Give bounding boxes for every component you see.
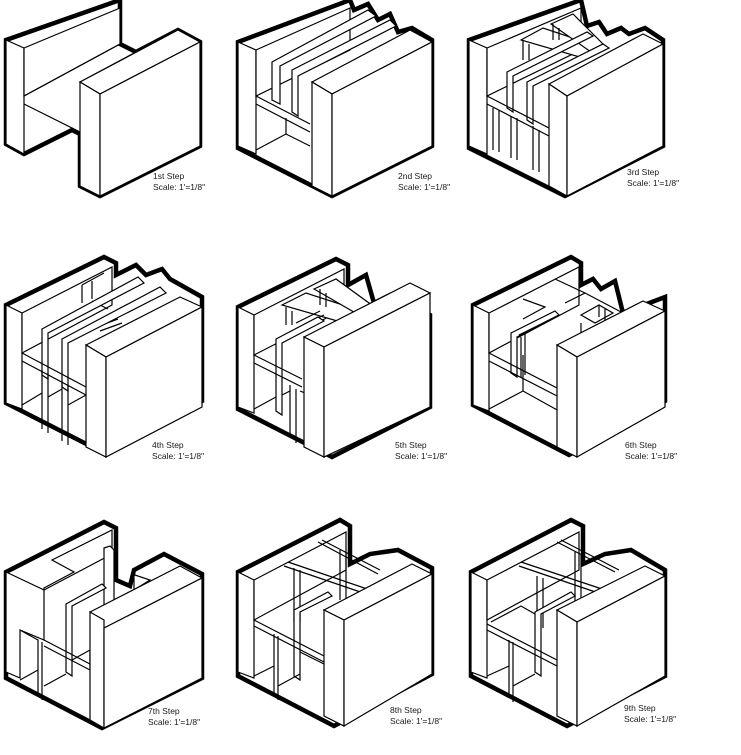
step-scale: Scale: 1'=1/8" [625,450,678,461]
step-5-cube-drawing [235,256,433,460]
step-6-label: 6th Step Scale: 1'=1/8" [625,440,677,461]
step-1-label: 1st Step Scale: 1'=1/8" [153,171,205,192]
step-title: 3rd Step [627,167,660,177]
step-6-diagram: 6th Step Scale: 1'=1/8" [463,245,698,490]
step-7-label: 7th Step Scale: 1'=1/8" [148,706,200,727]
step-scale: Scale: 1'=1/8" [390,715,443,726]
step-3-label: 3rd Step Scale: 1'=1/8" [627,167,679,188]
step-3-diagram: 3rd Step Scale: 1'=1/8" [463,0,698,245]
step-3-cube-drawing [466,0,666,199]
step-5-label: 5th Step Scale: 1'=1/8" [395,440,447,461]
step-9-diagram: 9th Step Scale: 1'=1/8" [463,510,698,755]
step-1-cube-drawing [3,0,203,199]
step-scale: Scale: 1'=1/8" [153,181,206,192]
step-scale: Scale: 1'=1/8" [624,713,677,724]
step-4-diagram: 4th Step Scale: 1'=1/8" [0,245,235,490]
step-2-label: 2nd Step Scale: 1'=1/8" [398,171,450,192]
step-title: 8th Step [390,705,422,715]
step-2-cube-drawing [235,0,435,199]
step-5-diagram: 5th Step Scale: 1'=1/8" [230,245,465,490]
step-title: 4th Step [152,440,184,450]
step-2-diagram: 2nd Step Scale: 1'=1/8" [230,0,465,245]
step-scale: Scale: 1'=1/8" [395,450,448,461]
step-8-diagram: 8th Step Scale: 1'=1/8" [230,510,465,755]
step-9-cube-drawing [468,517,668,729]
step-6-cube-drawing [470,254,668,459]
step-title: 1st Step [153,171,185,181]
step-7-cube-drawing [3,519,205,731]
step-title: 6th Step [625,440,657,450]
step-8-label: 8th Step Scale: 1'=1/8" [390,705,442,726]
step-1-diagram: 1st Step Scale: 1'=1/8" [0,0,235,245]
step-title: 7th Step [148,706,180,716]
step-8-cube-drawing [235,517,435,729]
step-9-label: 9th Step Scale: 1'=1/8" [624,703,676,724]
step-title: 2nd Step [398,171,433,181]
step-title: 9th Step [624,703,656,713]
step-title: 5th Step [395,440,427,450]
step-scale: Scale: 1'=1/8" [627,177,680,188]
step-4-cube-drawing [3,254,205,458]
step-4-label: 4th Step Scale: 1'=1/8" [152,440,204,461]
step-scale: Scale: 1'=1/8" [148,716,201,727]
step-scale: Scale: 1'=1/8" [152,450,205,461]
step-scale: Scale: 1'=1/8" [398,181,451,192]
step-7-diagram: 7th Step Scale: 1'=1/8" [0,510,235,755]
